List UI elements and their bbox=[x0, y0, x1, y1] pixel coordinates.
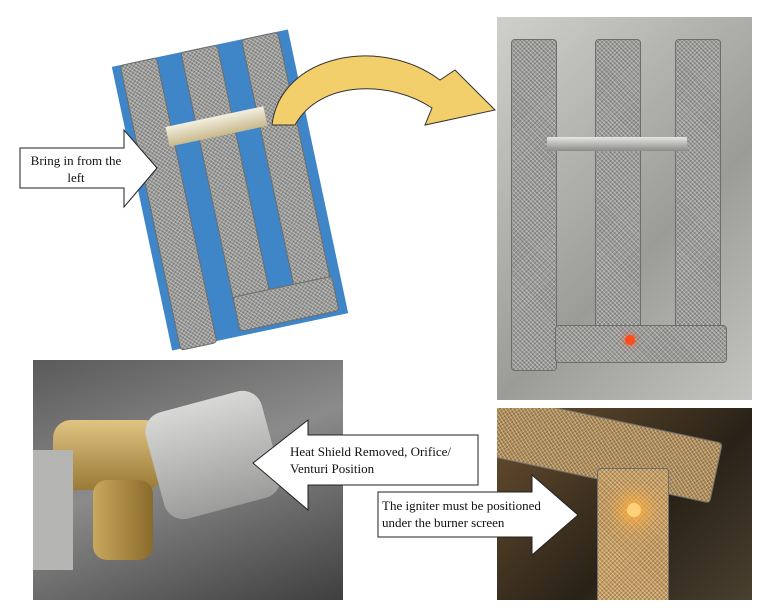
heat-shield-label: Heat Shield Removed, Orifice/ Venturi Po… bbox=[290, 444, 452, 476]
burner-tube bbox=[511, 39, 557, 371]
brass-fitting bbox=[93, 480, 153, 560]
crossbar bbox=[547, 137, 687, 151]
igniter-label: The igniter must be positioned under the… bbox=[382, 498, 541, 530]
heat-shield-arrow bbox=[252, 418, 479, 512]
igniter-glow bbox=[627, 503, 641, 517]
burner-installed-photo bbox=[497, 17, 752, 400]
gas-valve bbox=[33, 450, 73, 570]
curved-move-arrow bbox=[271, 55, 497, 126]
bring-in-arrow bbox=[19, 128, 158, 209]
burner-screen bbox=[597, 468, 669, 600]
burner-manifold bbox=[555, 325, 727, 363]
igniter-arrow bbox=[377, 473, 579, 557]
igniter-glow bbox=[625, 335, 635, 345]
burner-tube bbox=[675, 39, 721, 341]
burner-tube bbox=[595, 39, 641, 341]
bring-in-label: Bring in from the left bbox=[30, 153, 122, 185]
